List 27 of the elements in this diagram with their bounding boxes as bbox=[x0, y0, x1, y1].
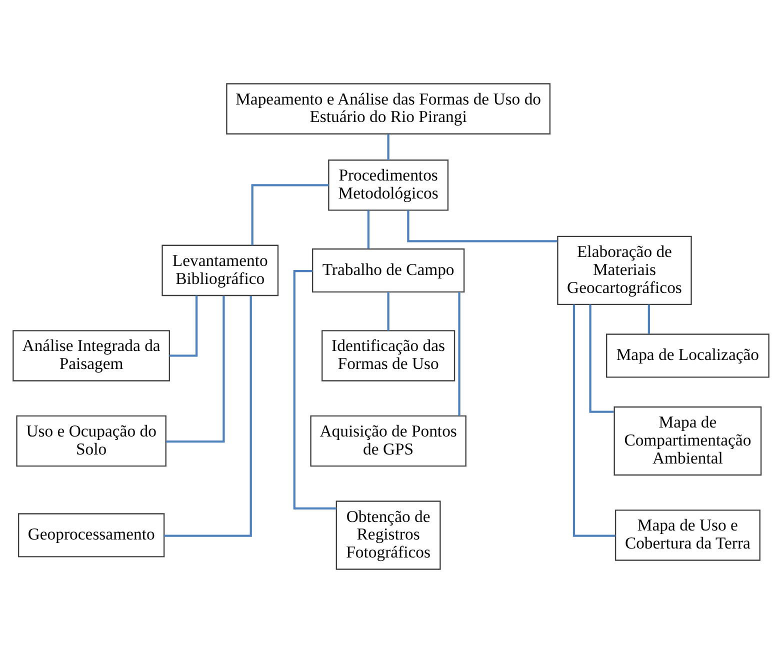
connector bbox=[387, 292, 390, 331]
connector bbox=[367, 210, 370, 249]
connector bbox=[589, 304, 614, 413]
node-box: Trabalho de Campo bbox=[312, 248, 465, 292]
connector bbox=[387, 134, 390, 160]
connector bbox=[407, 210, 558, 242]
node-box: Geoprocessamento bbox=[18, 513, 165, 558]
connector bbox=[648, 304, 650, 334]
node-box: Mapa de Uso e Cobertura da Terra bbox=[614, 510, 760, 561]
connector bbox=[293, 270, 336, 510]
connector bbox=[164, 296, 252, 537]
node-box: Levantamento Bibliográfico bbox=[162, 244, 279, 296]
connector bbox=[166, 296, 225, 443]
connector bbox=[458, 292, 460, 416]
node-box: Análise Integrada da Paisagem bbox=[12, 330, 170, 382]
node-box: Procedimentos Metodológicos bbox=[328, 160, 449, 211]
node-box: Identificação das Formas de Uso bbox=[322, 330, 456, 382]
connector bbox=[251, 184, 329, 246]
node-box: Elaboração de Materiais Geocartográficos bbox=[557, 236, 692, 306]
connector bbox=[169, 296, 198, 357]
node-box: Aquisição de Pontos de GPS bbox=[310, 415, 466, 467]
node-box: Obtenção de Registros Fotográficos bbox=[336, 500, 441, 570]
node-box: Uso e Ocupação do Solo bbox=[16, 415, 166, 467]
node-box: Mapeamento e Análise das Formas de Uso do Estuário do Rio Pirangi bbox=[226, 83, 551, 134]
node-box: Mapa de Localização bbox=[606, 334, 770, 378]
node-box: Mapa de Compartimentação Ambiental bbox=[614, 406, 762, 476]
connector bbox=[572, 304, 616, 537]
